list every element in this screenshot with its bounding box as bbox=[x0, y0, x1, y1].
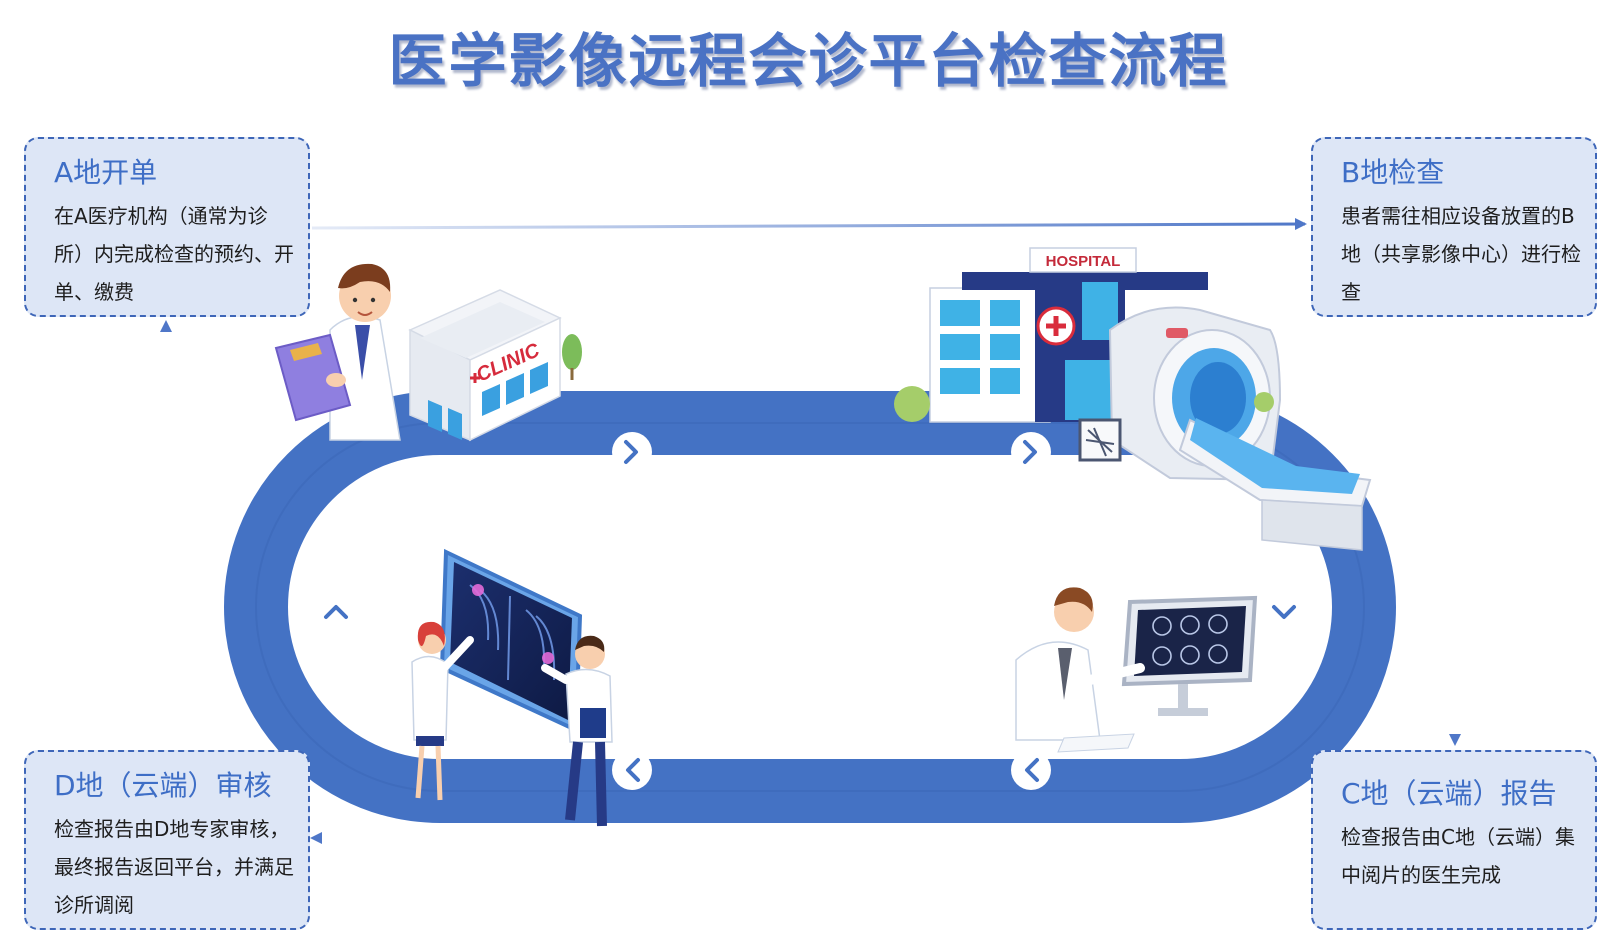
step-c-box: C地（云端）报告 检查报告由C地（云端）集中阅片的医生完成 bbox=[1311, 750, 1597, 930]
connector-a-to-b bbox=[311, 218, 1307, 231]
step-a-box: A地开单 在A医疗机构（通常为诊所）内完成检查的预约、开单、缴费 bbox=[24, 137, 310, 317]
chevron-up-icon bbox=[316, 592, 356, 632]
step-a-text: 在A医疗机构（通常为诊所）内完成检查的预约、开单、缴费 bbox=[54, 204, 294, 304]
hospital-sign: HOSPITAL bbox=[1046, 253, 1121, 270]
step-d-text: 检查报告由D地专家审核，最终报告返回平台，并满足诊所调阅 bbox=[54, 817, 294, 917]
doctor-clipboard-icon bbox=[274, 263, 401, 441]
ct-scanner-icon bbox=[1078, 306, 1372, 551]
step-c-text: 检查报告由C地（云端）集中阅片的医生完成 bbox=[1341, 825, 1575, 887]
hospital-building-icon: HOSPITAL bbox=[894, 247, 1208, 423]
step-d-heading: D地（云端）审核 bbox=[54, 769, 272, 802]
clinic-building-icon: CLINIC bbox=[408, 289, 582, 442]
step-b-box: B地检查 患者需往相应设备放置的B地（共享影像中心）进行检查 bbox=[1311, 137, 1597, 317]
chevron-right-icon bbox=[612, 432, 652, 472]
page-title: 医学影像远程会诊平台检查流程 bbox=[388, 27, 1229, 95]
step-d-box: D地（云端）审核 检查报告由D地专家审核，最终报告返回平台，并满足诊所调阅 bbox=[24, 750, 310, 930]
step-a-heading: A地开单 bbox=[54, 156, 158, 189]
step-b-text: 患者需往相应设备放置的B地（共享影像中心）进行检查 bbox=[1341, 204, 1581, 304]
step-c-heading: C地（云端）报告 bbox=[1341, 777, 1557, 810]
chevron-right-icon bbox=[1011, 432, 1051, 472]
chevron-left-icon bbox=[612, 750, 652, 790]
doctor-monitor-icon bbox=[1015, 587, 1258, 753]
step-b-heading: B地检查 bbox=[1341, 156, 1445, 189]
chevron-left-icon bbox=[1011, 750, 1051, 790]
doctors-xray-icon bbox=[411, 548, 613, 827]
chevron-down-icon bbox=[1264, 592, 1304, 632]
